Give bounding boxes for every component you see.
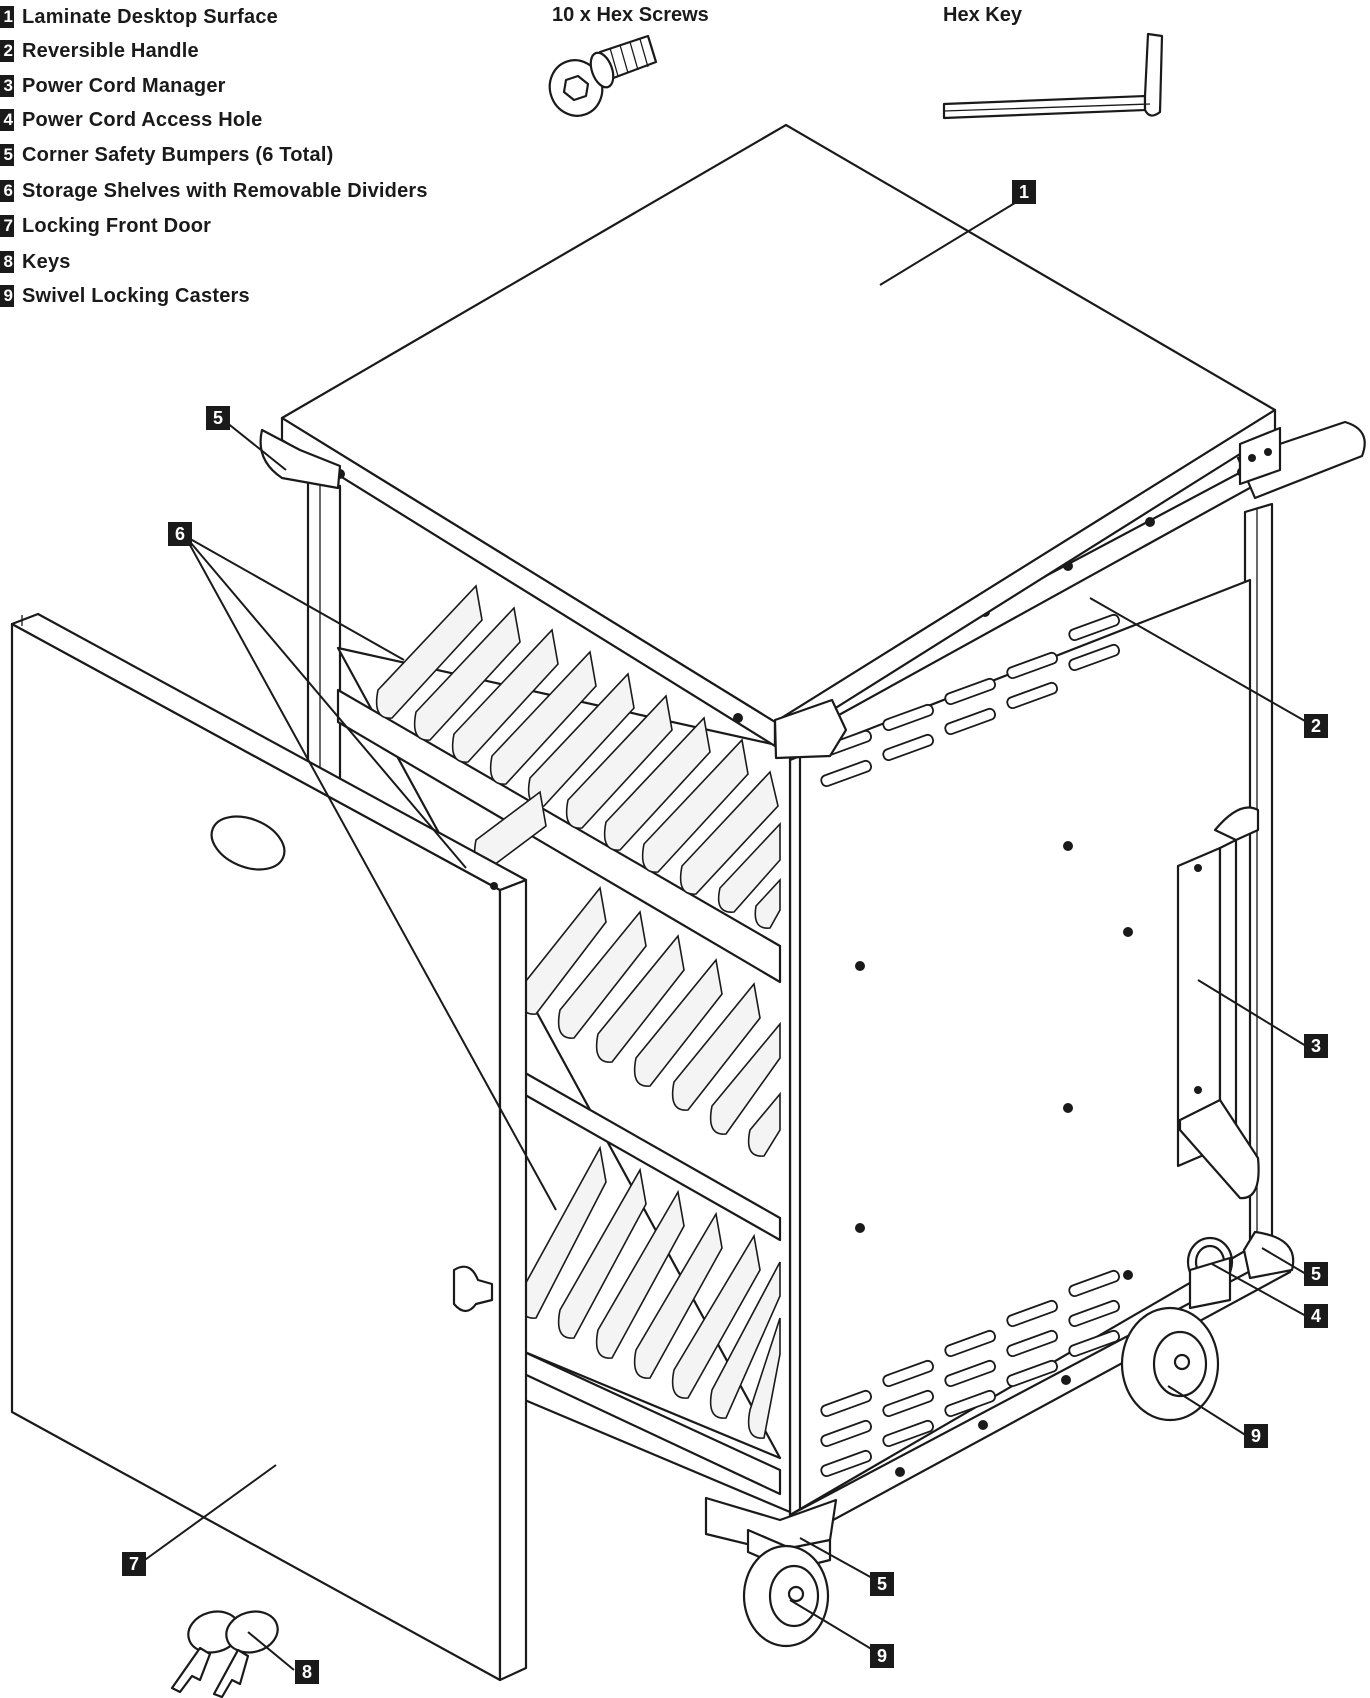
callout-bumper: 5	[206, 406, 230, 430]
corner-bumper	[259, 428, 342, 490]
legend-label: Corner Safety Bumpers (6 Total)	[22, 143, 334, 166]
legend-item: 8 Keys	[0, 249, 71, 275]
callout-shelves: 6	[168, 522, 192, 546]
callout-door: 7	[122, 1552, 146, 1576]
callout-bumper: 5	[870, 1572, 894, 1596]
legend-label: Reversible Handle	[22, 39, 199, 62]
corner-bumper	[773, 698, 848, 760]
legend-number-badge: 2	[0, 40, 14, 62]
hex-key-icon	[942, 32, 1164, 120]
lower-vents	[820, 1269, 1120, 1478]
callout-desktop: 1	[1012, 180, 1036, 204]
corner-bumper	[1242, 1230, 1295, 1280]
hex-screw-icon	[548, 34, 658, 117]
caster-front	[742, 1528, 832, 1648]
legend-label: Power Cord Access Hole	[22, 108, 263, 131]
hex-screws-label: 10 x Hex Screws	[552, 4, 709, 26]
rear-left-post	[306, 476, 342, 814]
legend-item: 5 Corner Safety Bumpers (6 Total)	[0, 142, 333, 168]
power-cord-manager	[1176, 806, 1260, 1200]
callout-cord-hole: 4	[1304, 1304, 1328, 1328]
legend-label: Laminate Desktop Surface	[22, 5, 278, 28]
legend-number-badge: 5	[0, 144, 14, 166]
keys-icon	[170, 1610, 279, 1698]
legend-label: Swivel Locking Casters	[22, 284, 250, 307]
dividers-bottom-shelf	[519, 1145, 781, 1439]
legend-item: 6 Storage Shelves with Removable Divider…	[0, 178, 428, 204]
legend-number-badge: 1	[0, 6, 14, 28]
caster-rear	[1120, 1256, 1232, 1422]
callout-caster: 9	[1244, 1424, 1268, 1448]
dividers-middle-shelf	[473, 790, 781, 1157]
legend-item: 9 Swivel Locking Casters	[0, 283, 250, 309]
legend-number-badge: 4	[0, 109, 14, 131]
laminate-desktop	[280, 123, 1277, 748]
callout-keys: 8	[295, 1660, 319, 1684]
upper-vents	[820, 613, 1120, 788]
legend-label: Locking Front Door	[22, 214, 212, 237]
dividers-top-shelf	[375, 584, 781, 929]
legend-number-badge: 9	[0, 285, 14, 307]
callout-cord-manager: 3	[1304, 1034, 1328, 1058]
callout-bumper: 5	[1304, 1262, 1328, 1286]
legend-number-badge: 3	[0, 75, 14, 97]
legend-item: 7 Locking Front Door	[0, 213, 211, 239]
legend-number-badge: 7	[0, 215, 14, 237]
shelf-top	[336, 688, 782, 984]
legend-number-badge: 8	[0, 251, 14, 273]
legend-label: Power Cord Manager	[22, 74, 226, 97]
legend-item: 4 Power Cord Access Hole	[0, 107, 262, 133]
callout-caster: 9	[870, 1644, 894, 1668]
legend-number-badge: 6	[0, 180, 14, 202]
callout-handle: 2	[1304, 714, 1328, 738]
hex-key-label: Hex Key	[943, 4, 1022, 26]
leader-lines	[141, 197, 1313, 1671]
reversible-handle	[1236, 420, 1366, 500]
legend-label: Keys	[22, 250, 71, 273]
legend-item: 3 Power Cord Manager	[0, 73, 226, 99]
legend-item: 2 Reversible Handle	[0, 38, 199, 64]
legend-item: 1 Laminate Desktop Surface	[0, 4, 278, 30]
legend-label: Storage Shelves with Removable Dividers	[22, 179, 428, 202]
